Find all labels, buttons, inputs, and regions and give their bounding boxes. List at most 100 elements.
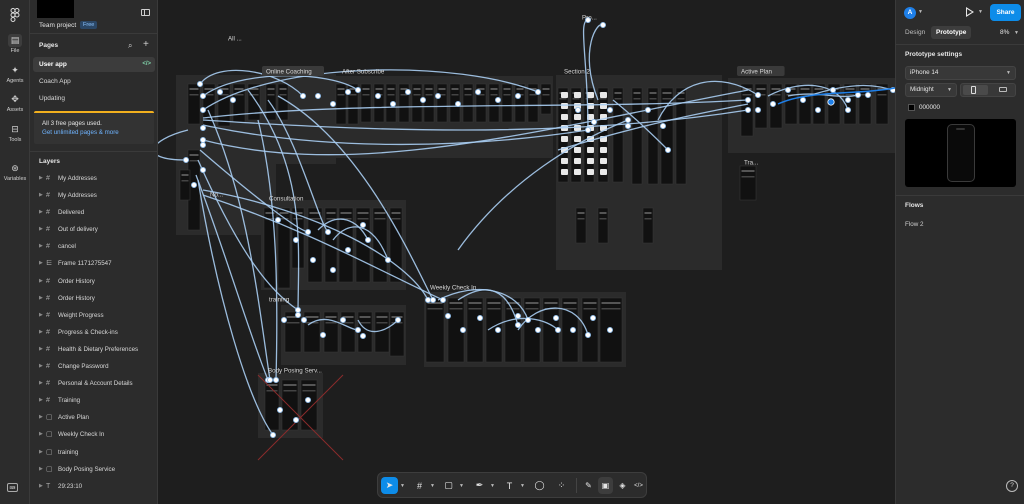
frame-thumbnail[interactable] (501, 83, 513, 123)
frame-detail[interactable] (189, 88, 199, 90)
frame-detail[interactable] (387, 94, 395, 96)
background-color-swatch[interactable] (908, 104, 915, 111)
frame-thumbnail[interactable] (179, 169, 191, 201)
frame-thumbnail[interactable] (631, 87, 643, 185)
frame-detail[interactable] (400, 88, 408, 90)
chevron-right-icon[interactable]: ▶ (39, 175, 43, 181)
layer-item[interactable]: ▶#Out of delivery (30, 221, 157, 238)
frame-detail[interactable] (283, 384, 297, 386)
frame-detail[interactable] (189, 154, 199, 156)
frame-icon-tile[interactable] (574, 158, 581, 164)
chevron-down-icon[interactable]: ▼ (430, 483, 435, 489)
frame-detail[interactable] (219, 88, 229, 90)
frame-detail[interactable] (357, 212, 369, 214)
chevron-right-icon[interactable]: ▶ (39, 397, 43, 404)
frame-detail[interactable] (427, 302, 443, 304)
device-select[interactable]: iPhone 14 ▼ (905, 66, 1016, 80)
chevron-right-icon[interactable]: ▶ (39, 260, 43, 267)
frame-thumbnail[interactable] (281, 379, 299, 431)
frame-detail[interactable] (529, 88, 537, 90)
rail-file-button[interactable]: ▤ File (2, 34, 28, 58)
frame-detail[interactable] (249, 94, 259, 96)
frame-thumbnail[interactable] (485, 297, 503, 363)
layer-item[interactable]: ▶#cancel (30, 238, 157, 255)
frame-icon-tile[interactable] (574, 147, 581, 153)
frame-detail[interactable] (487, 308, 501, 310)
chevron-right-icon[interactable]: ▶ (39, 363, 43, 370)
frame-detail[interactable] (337, 88, 345, 90)
frame-detail[interactable] (563, 302, 577, 304)
layer-item[interactable]: ▶#Order History (30, 290, 157, 307)
section-label[interactable]: Pro... (582, 14, 597, 21)
actions-tool-icon[interactable]: ⁘ (557, 480, 566, 490)
frame-detail[interactable] (337, 94, 345, 96)
help-icon[interactable]: ? (1006, 480, 1018, 492)
frame-detail[interactable] (204, 94, 214, 96)
flow-item[interactable]: Flow 2 (905, 221, 924, 228)
frame-detail[interactable] (583, 302, 597, 304)
frame-detail[interactable] (293, 212, 303, 214)
chevron-down-icon[interactable]: ▼ (1014, 30, 1019, 36)
frame-detail[interactable] (266, 390, 278, 392)
frame-detail[interactable] (614, 98, 622, 100)
frame-detail[interactable] (359, 316, 371, 318)
frame-detail[interactable] (829, 94, 839, 96)
frame-icon-tile[interactable] (587, 169, 594, 175)
keyboard-shortcut-icon[interactable]: ⌨ (7, 483, 18, 492)
frame-detail[interactable] (644, 218, 652, 220)
rail-assets-button[interactable]: ✥ Assets (2, 93, 28, 117)
frame-detail[interactable] (860, 88, 870, 90)
frame-thumbnail[interactable] (277, 207, 291, 289)
frame-icon-tile[interactable] (600, 158, 607, 164)
frame-detail[interactable] (633, 98, 641, 100)
frame-detail[interactable] (559, 98, 567, 100)
frame-icon-tile[interactable] (561, 136, 568, 142)
frame-detail[interactable] (249, 88, 259, 90)
frame-detail[interactable] (375, 88, 383, 90)
chevron-right-icon[interactable]: ▶ (39, 243, 43, 250)
tab-design[interactable]: Design (905, 29, 926, 36)
frame-detail[interactable] (662, 98, 672, 100)
frame-detail[interactable] (374, 212, 386, 214)
frame-detail[interactable] (374, 218, 386, 220)
chevron-down-icon[interactable]: ▼ (978, 9, 983, 15)
frame-icon-tile[interactable] (574, 92, 581, 98)
frame-detail[interactable] (181, 174, 189, 176)
section-label[interactable]: Weekly Check In (430, 284, 477, 291)
frame-detail[interactable] (391, 316, 403, 318)
frame-icon-tile[interactable] (587, 114, 594, 120)
chevron-right-icon[interactable]: ▶ (39, 328, 43, 335)
frame-detail[interactable] (756, 88, 766, 90)
frame-thumbnail[interactable] (265, 83, 277, 121)
frame-detail[interactable] (387, 88, 395, 90)
frame-detail[interactable] (438, 88, 446, 90)
chevron-right-icon[interactable]: ▶ (39, 482, 43, 489)
frame-thumbnail[interactable] (300, 379, 318, 431)
user-avatar[interactable]: A (904, 7, 916, 19)
frame-detail[interactable] (599, 212, 607, 214)
frame-thumbnail[interactable] (347, 83, 359, 125)
frame-detail[interactable] (342, 322, 354, 324)
frame-detail[interactable] (362, 94, 370, 96)
frame-detail[interactable] (376, 322, 388, 324)
section-label[interactable]: Consultation (269, 195, 304, 202)
rail-agents-button[interactable]: ✦ Agents (2, 64, 28, 88)
chevron-down-icon[interactable]: ▼ (459, 483, 464, 489)
frame-detail[interactable] (601, 308, 621, 310)
frame-icon-tile[interactable] (587, 147, 594, 153)
frame-detail[interactable] (234, 94, 244, 96)
frame-detail[interactable] (741, 170, 755, 172)
frame-thumbnail[interactable] (398, 83, 410, 123)
layer-item[interactable]: ▶#Change Password (30, 358, 157, 375)
frame-detail[interactable] (633, 92, 641, 94)
frame-detail[interactable] (391, 218, 401, 220)
frame-thumbnail[interactable] (423, 83, 435, 123)
frame-thumbnail[interactable] (514, 83, 526, 123)
frame-detail[interactable] (677, 92, 685, 94)
frame-detail[interactable] (413, 88, 421, 90)
upgrade-link[interactable]: Get unlimited pages & more (42, 129, 119, 136)
frame-detail[interactable] (267, 88, 275, 90)
frame-detail[interactable] (468, 308, 482, 310)
section-label[interactable]: Active Plan (741, 68, 773, 75)
